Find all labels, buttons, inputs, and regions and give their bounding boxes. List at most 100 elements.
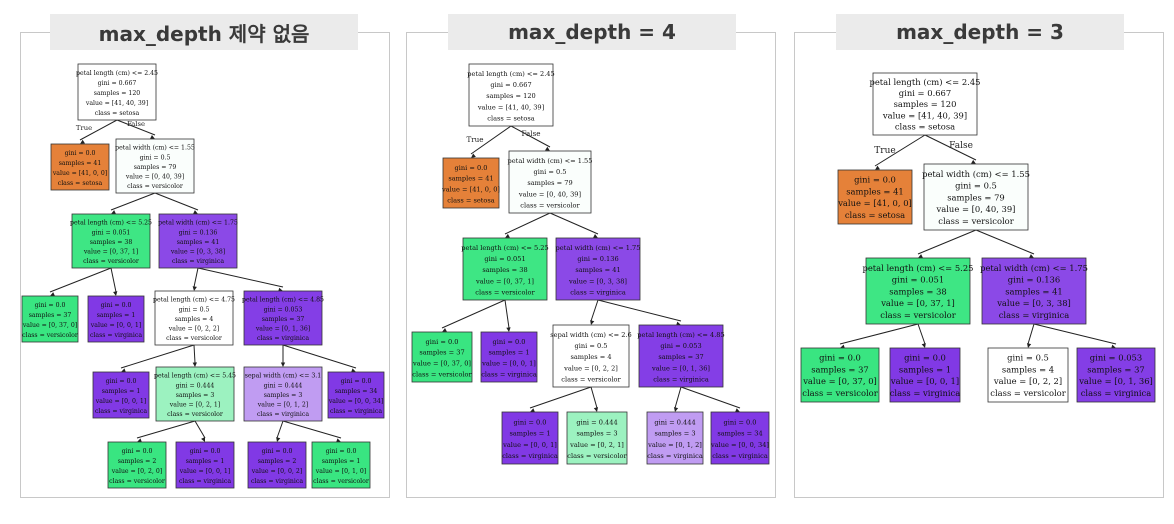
node-text-line: class = versicolor (990, 388, 1065, 398)
tree-edge (193, 267, 199, 288)
edge-arrowhead (971, 159, 976, 164)
node-text-line: samples = 37 (262, 316, 305, 323)
tree-edge (839, 323, 919, 345)
node-text-line: class = versicolor (83, 258, 139, 265)
edge-arrowhead (113, 291, 118, 296)
node-box (327, 371, 385, 419)
edge-label-false: False (949, 141, 973, 151)
node-text-line: samples = 41 (448, 175, 493, 183)
node-text-line: gini = 0.667 (490, 81, 531, 89)
tree-edge (110, 267, 117, 293)
node-text-line: samples = 2 (258, 458, 297, 465)
edge-arrowhead (921, 343, 926, 348)
node-text-line: class = virginica (257, 411, 309, 418)
node-text-line: class = virginica (653, 375, 709, 383)
node-text-line: samples = 1 (186, 458, 225, 465)
node-text-line: class = setosa (447, 196, 495, 204)
edge-arrowhead (875, 165, 880, 170)
node-text-line: sepal width (cm) <= 2.6 (550, 331, 631, 339)
node-text-line: samples = 1 (322, 458, 361, 465)
node-text-line: gini = 0.051 (892, 275, 944, 285)
node-text-line: gini = 0.0 (326, 448, 357, 455)
node-text-line: gini = 0.5 (955, 181, 997, 191)
node-text-line: class = versicolor (412, 370, 472, 378)
tree-edge (504, 212, 551, 235)
tree-edge (116, 119, 156, 136)
node-text-line: samples = 37 (29, 312, 72, 319)
node-text-line: samples = 3 (654, 430, 695, 438)
node-text-line: gini = 0.0 (514, 418, 547, 426)
node-text-line: value = [0, 0, 1] (502, 441, 557, 449)
node-text-line: gini = 0.0 (190, 448, 221, 455)
node-text-line: gini = 0.0 (426, 338, 459, 346)
node-text-line: petal length (cm) <= 4.75 (153, 297, 235, 304)
node-text-line: gini = 0.053 (660, 342, 701, 350)
tree-panel-depth-3 (794, 32, 1164, 498)
node-text-line: petal length (cm) <= 2.45 (467, 70, 554, 78)
node-text-line: value = [0, 37, 0] (22, 322, 77, 329)
panel-title-depth-4: max_depth = 4 (448, 14, 736, 50)
tree-edge (282, 344, 357, 369)
node-text-line: value = [0, 1, 2] (257, 402, 308, 409)
node-text-line: value = [0, 37, 1] (475, 277, 534, 285)
node-text-line: gini = 0.0 (106, 378, 137, 385)
node-text-line: class = setosa (487, 114, 535, 122)
node-text-line: value = [0, 1, 0] (315, 468, 366, 475)
node-box (872, 72, 978, 136)
node-text-line: gini = 0.053 (1090, 353, 1142, 363)
node-text-line: value = [0, 40, 39] (518, 190, 581, 198)
node-box (646, 411, 704, 465)
edge-arrowhead (1026, 343, 1032, 348)
node-text-line: samples = 34 (335, 388, 378, 395)
node-text-line: petal length (cm) <= 5.25 (70, 220, 152, 227)
edge-arrowhead (192, 362, 197, 367)
edge-arrowhead (201, 437, 206, 442)
node-text-line: gini = 0.136 (577, 255, 618, 263)
node-text-line: samples = 38 (90, 239, 133, 246)
node-text-line: class = setosa (58, 180, 103, 187)
edge-arrowhead (530, 408, 535, 413)
node-text-line: class = virginica (647, 452, 703, 460)
node-box (552, 324, 630, 388)
node-text-line: class = versicolor (127, 183, 183, 190)
node-text-line: samples = 41 (59, 160, 102, 167)
tree-edge (79, 119, 118, 141)
node-text-line: value = [41, 40, 39] (85, 100, 148, 107)
node-text-line: samples = 1 (509, 430, 550, 438)
node-text-line: samples = 1 (488, 349, 529, 357)
node-text-line: value = [0, 2, 2] (563, 364, 618, 372)
node-text-line: value = [0, 2, 1] (169, 402, 220, 409)
node-box (77, 63, 157, 121)
node-box (71, 213, 151, 269)
tree-node: gini = 0.0 samples = 1 value = [0, 0, 1] cl… (501, 411, 559, 465)
node-text-line: class = virginica (502, 452, 558, 460)
edge-arrowhead (280, 362, 286, 367)
edge-arrowhead (590, 320, 595, 325)
edge-arrowhead (471, 153, 476, 158)
node-text-line: value = [0, 0, 1] (179, 468, 230, 475)
node-text-line: class = virginica (890, 388, 961, 398)
node-box (155, 366, 235, 422)
node-box (800, 347, 880, 403)
node-text-line: samples = 79 (527, 179, 572, 187)
node-text-line: samples = 4 (1002, 364, 1054, 374)
node-text-line: value = [0, 1, 36] (255, 326, 310, 333)
node-text-line: gini = 0.0 (854, 175, 896, 185)
node-box (243, 290, 323, 346)
edge-arrowhead (351, 368, 356, 373)
node-text-line: value = [41, 40, 39] (882, 110, 967, 120)
